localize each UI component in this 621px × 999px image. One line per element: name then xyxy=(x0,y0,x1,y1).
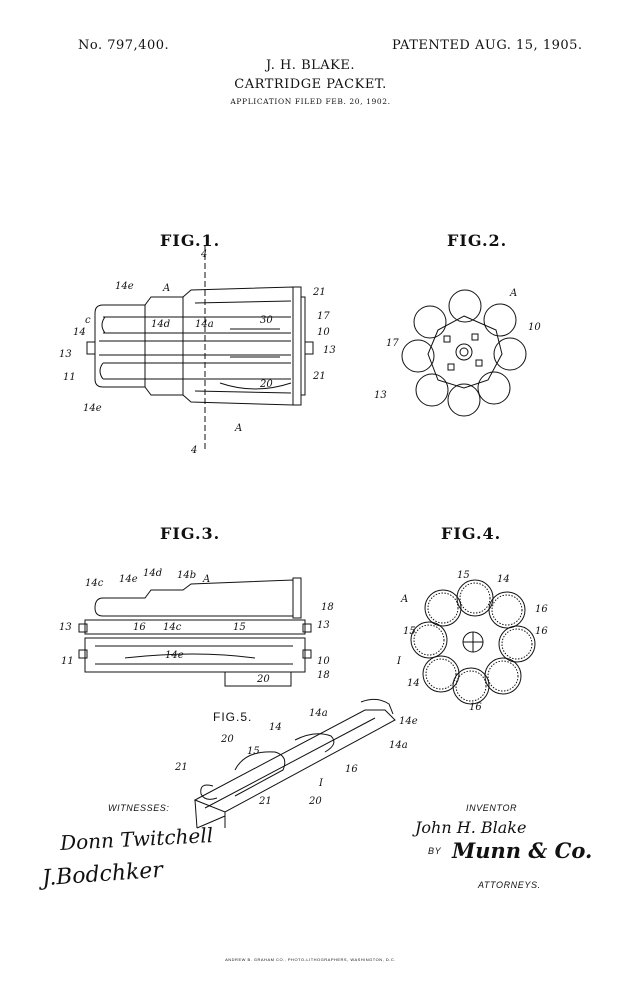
fig4-ref: I xyxy=(396,656,402,667)
patent-date: PATENTED AUG. 15, 1905. xyxy=(392,38,583,53)
fig4-ref: 15 xyxy=(403,626,416,637)
fig1-ref: 21 xyxy=(312,287,326,298)
fig5-ref: 14a xyxy=(309,708,328,719)
fig2-drawing: A 17 10 13 xyxy=(374,288,541,417)
patent-number: No. 797,400. xyxy=(78,38,170,53)
fig1-ref: 4 xyxy=(190,445,197,456)
witnesses-label: WITNESSES: xyxy=(108,803,170,813)
fig1-ref: 11 xyxy=(63,372,76,383)
witness-signature-2: J.Bodchker xyxy=(41,857,164,892)
fig3-ref: 18 xyxy=(321,602,334,613)
attorney-signature: Munn & Co. xyxy=(452,838,593,863)
fig1-ref: 14d xyxy=(151,319,170,330)
fig3-ref: 14c xyxy=(163,622,182,633)
fig2-ref: 17 xyxy=(386,338,399,349)
fig2-label: FIG.2. xyxy=(447,231,508,250)
fig1-ref: c xyxy=(85,315,91,326)
fig1-ref: 13 xyxy=(323,345,336,356)
fig1-ref: A xyxy=(162,283,170,294)
fig4-ref: 16 xyxy=(535,604,548,615)
fig1-ref: 21 xyxy=(312,371,326,382)
fig3-ref: 13 xyxy=(59,622,72,633)
fig2-ref: A xyxy=(509,288,517,299)
inventor-label: INVENTOR xyxy=(466,803,518,813)
fig5-label: FIG.5. xyxy=(213,710,253,724)
patent-title: CARTRIDGE PACKET. xyxy=(234,77,387,92)
fig5-ref: 15 xyxy=(247,746,260,757)
fig1-ref: A xyxy=(234,423,242,434)
fig4-ref: 16 xyxy=(535,626,548,637)
fig3-ref: 14e xyxy=(165,650,184,661)
application-date: APPLICATION FILED FEB. 20, 1902. xyxy=(230,97,391,106)
fig4-label: FIG.4. xyxy=(441,524,502,543)
fig3-ref: 13 xyxy=(317,620,330,631)
attorneys-label: ATTORNEYS. xyxy=(478,880,541,890)
fig4-ref: 15 xyxy=(457,570,470,581)
fig5-ref: I xyxy=(318,778,324,789)
fig4-ref: 16 xyxy=(469,702,482,713)
fig1-ref: 14e xyxy=(83,403,102,414)
fig3-ref: 20 xyxy=(256,674,270,685)
inventor-header: J. H. BLAKE. xyxy=(266,58,355,73)
fig5-ref: 21 xyxy=(174,762,188,773)
fig3-ref: 11 xyxy=(61,656,74,667)
fig2-ref: 13 xyxy=(374,390,387,401)
fig4-ref: 14 xyxy=(497,574,510,585)
fig3-ref: 18 xyxy=(317,670,330,681)
printer-footer: ANDREW B. GRAHAM CO., PHOTO-LITHOGRAPHER… xyxy=(225,957,396,962)
fig1-ref: 30 xyxy=(260,315,273,326)
inventor-signature: John H. Blake xyxy=(415,818,527,837)
fig3-ref: 15 xyxy=(233,622,246,633)
fig1-ref: 14 xyxy=(73,327,86,338)
fig5-ref: 20 xyxy=(308,796,322,807)
fig1-ref: 17 xyxy=(317,311,330,322)
fig5-ref: 14a xyxy=(389,740,408,751)
fig1-ref: 4 xyxy=(200,249,207,260)
fig1-ref: 14e xyxy=(115,281,134,292)
fig1-drawing: 14e A 21 c 14 14d 14a 30 17 10 13 13 11 … xyxy=(59,245,336,456)
fig3-ref: 14e xyxy=(119,574,138,585)
witness-signature-1: Donn Twitchell xyxy=(59,823,214,855)
fig1-ref: 10 xyxy=(317,327,330,338)
fig3-ref: 10 xyxy=(317,656,330,667)
fig3-ref: A xyxy=(202,574,210,585)
fig5-ref: 14 xyxy=(269,722,282,733)
fig3-ref: 14d xyxy=(143,568,162,579)
fig5-ref: 21 xyxy=(258,796,272,807)
fig4-ref: A xyxy=(400,594,408,605)
fig5-drawing: 14 14a 14e 20 14a 21 15 16 I 21 20 xyxy=(174,698,418,829)
fig1-label: FIG.1. xyxy=(160,231,221,250)
fig3-ref: 14c xyxy=(85,578,104,589)
fig5-ref: 20 xyxy=(220,734,234,745)
fig4-ref: 14 xyxy=(407,678,420,689)
by-label: BY xyxy=(428,846,442,856)
fig1-ref: 14a xyxy=(195,319,214,330)
fig5-ref: 14e xyxy=(399,716,418,727)
fig2-ref: 10 xyxy=(528,322,541,333)
fig1-ref: 13 xyxy=(59,349,72,360)
fig5-ref: 16 xyxy=(345,764,358,775)
fig1-ref: 20 xyxy=(259,379,273,390)
fig3-ref: 14b xyxy=(177,570,196,581)
fig3-ref: 16 xyxy=(133,622,146,633)
fig3-drawing: 14c 14e 14d 14b A 18 13 16 14c 15 13 11 … xyxy=(59,568,334,687)
fig3-label: FIG.3. xyxy=(160,524,221,543)
fig4-drawing: 15 14 A 16 15 16 I 14 16 xyxy=(396,570,548,713)
